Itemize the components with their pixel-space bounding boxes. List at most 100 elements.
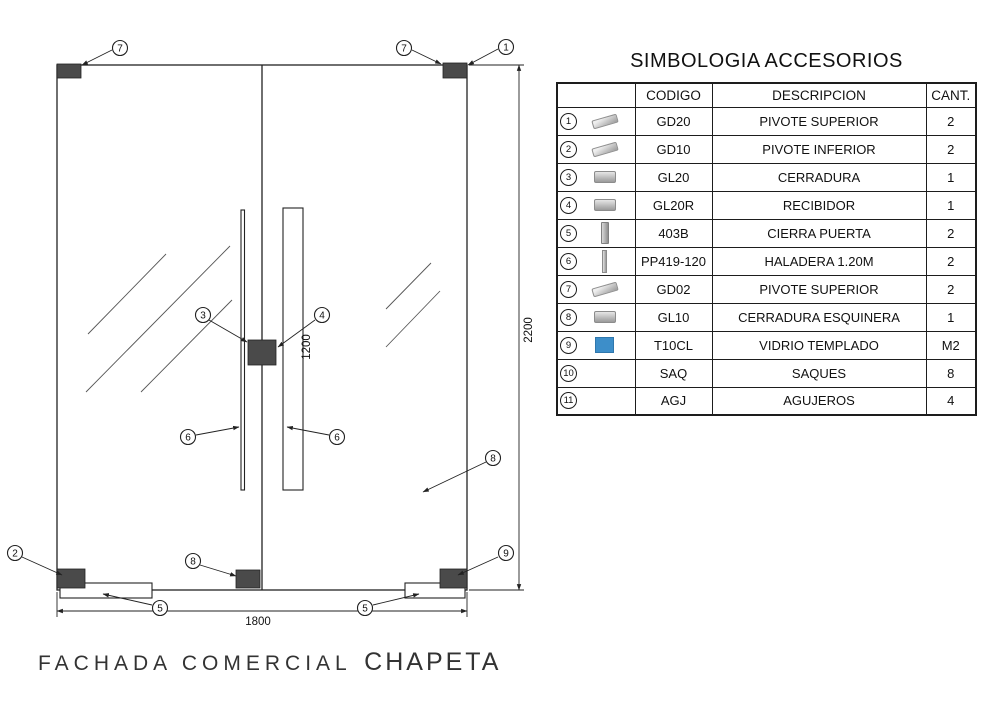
item-number: 2 bbox=[560, 140, 577, 158]
glass-hatch-lines bbox=[85, 245, 441, 393]
table-row: 10 SAQ SAQUES 8 bbox=[556, 358, 977, 388]
svg-text:8: 8 bbox=[190, 557, 196, 568]
callout-haladera-left: 6 bbox=[179, 425, 240, 446]
accessories-table: CODIGO DESCRIPCION CANT. 1 GD20 PIVOTE S… bbox=[556, 82, 977, 416]
item-header bbox=[556, 82, 636, 108]
hardware-blocks bbox=[56, 62, 468, 589]
callout-pivot-bottom-left: 2 bbox=[6, 544, 63, 576]
item-number: 10 bbox=[560, 364, 577, 382]
codigo-cell: GD20 bbox=[634, 106, 713, 136]
cant-cell: 1 bbox=[925, 190, 977, 220]
bottom-left-pivot-block bbox=[56, 568, 86, 589]
descripcion-cell: PIVOTE SUPERIOR bbox=[711, 106, 927, 136]
pivote-superior-icon bbox=[591, 281, 619, 297]
codigo-cell: AGJ bbox=[634, 386, 713, 416]
width-dimension bbox=[56, 592, 468, 617]
drawing-title: FACHADA COMERCIAL CHAPETA bbox=[38, 648, 501, 677]
codigo-header: CODIGO bbox=[634, 82, 713, 108]
bottom-right-pivot-block bbox=[439, 568, 468, 589]
drawing-title-brand: CHAPETA bbox=[364, 648, 502, 676]
right-handle bbox=[282, 207, 304, 491]
cant-cell: 2 bbox=[925, 106, 977, 136]
callout-haladera-right: 6 bbox=[286, 425, 346, 446]
handle-dimension-label: 1200 bbox=[301, 334, 313, 360]
descripcion-cell: PIVOTE INFERIOR bbox=[711, 134, 927, 164]
door-handles bbox=[240, 207, 304, 491]
table-row: 4 GL20R RECIBIDOR 1 bbox=[556, 190, 977, 220]
height-dimension bbox=[469, 64, 524, 591]
svg-text:7: 7 bbox=[401, 44, 407, 55]
table-header-row: CODIGO DESCRIPCION CANT. bbox=[556, 82, 977, 108]
item-number: 8 bbox=[560, 308, 577, 326]
svg-text:2: 2 bbox=[12, 549, 18, 560]
item-number: 1 bbox=[560, 112, 577, 130]
bottom-corner-lock-block bbox=[235, 569, 261, 589]
callout-pivot-top-right-2: 1 bbox=[467, 38, 515, 66]
descripcion-cell: HALADERA 1.20M bbox=[711, 246, 927, 276]
cant-cell: 2 bbox=[925, 246, 977, 276]
table-row: 9 T10CL VIDRIO TEMPLADO M2 bbox=[556, 330, 977, 360]
item-number: 7 bbox=[560, 280, 577, 298]
table-row: 2 GD10 PIVOTE INFERIOR 2 bbox=[556, 134, 977, 164]
table-row: 8 GL10 CERRADURA ESQUINERA 1 bbox=[556, 302, 977, 332]
top-right-pivot-block bbox=[442, 62, 468, 79]
codigo-cell: SAQ bbox=[634, 358, 713, 388]
table-row: 6 PP419-120 HALADERA 1.20M 2 bbox=[556, 246, 977, 276]
table-row: 1 GD20 PIVOTE SUPERIOR 2 bbox=[556, 106, 977, 136]
codigo-cell: GL20 bbox=[634, 162, 713, 192]
pivote-inferior-icon bbox=[591, 141, 619, 157]
left-handle-edge bbox=[240, 209, 246, 491]
haladera-icon bbox=[602, 249, 608, 273]
svg-text:4: 4 bbox=[319, 311, 325, 322]
codigo-cell: PP419-120 bbox=[634, 246, 713, 276]
item-number: 11 bbox=[560, 392, 577, 410]
callout-esquinera: 8 bbox=[184, 552, 237, 577]
descripcion-cell: CIERRA PUERTA bbox=[711, 218, 927, 248]
svg-text:1: 1 bbox=[503, 43, 509, 54]
callout-pivot-top-right: 7 bbox=[395, 39, 442, 65]
item-number: 3 bbox=[560, 168, 577, 186]
cant-cell: 2 bbox=[925, 274, 977, 304]
codigo-cell: GL10 bbox=[634, 302, 713, 332]
descripcion-header: DESCRIPCION bbox=[711, 82, 927, 108]
height-dimension-label: 2200 bbox=[523, 317, 535, 343]
item-number: 4 bbox=[560, 196, 577, 214]
descripcion-cell: SAQUES bbox=[711, 358, 927, 388]
door-elevation-drawing: 1800 2200 1200 7 7 1 3 4 6 bbox=[6, 38, 535, 628]
cant-cell: 4 bbox=[925, 386, 977, 416]
callout-recibidor: 4 bbox=[277, 306, 331, 348]
callout-cerradura: 3 bbox=[194, 306, 248, 343]
codigo-cell: GL20R bbox=[634, 190, 713, 220]
table-row: 7 GD02 PIVOTE SUPERIOR 2 bbox=[556, 274, 977, 304]
svg-text:8: 8 bbox=[490, 454, 496, 465]
width-dimension-label: 1800 bbox=[245, 616, 271, 628]
table-row: 5 403B CIERRA PUERTA 2 bbox=[556, 218, 977, 248]
cant-cell: 8 bbox=[925, 358, 977, 388]
svg-text:9: 9 bbox=[503, 549, 509, 560]
svg-text:6: 6 bbox=[185, 433, 191, 444]
svg-text:5: 5 bbox=[157, 604, 163, 615]
cant-cell: 1 bbox=[925, 302, 977, 332]
accessories-panel: SIMBOLOGIA ACCESORIOS CODIGO DESCRIPCION… bbox=[556, 50, 977, 416]
item-number: 5 bbox=[560, 224, 577, 242]
codigo-cell: GD02 bbox=[634, 274, 713, 304]
pivote-superior-icon bbox=[591, 113, 619, 129]
vidrio-templado-icon bbox=[595, 337, 615, 353]
item-number: 6 bbox=[560, 252, 577, 270]
codigo-cell: T10CL bbox=[634, 330, 713, 360]
item-number: 9 bbox=[560, 336, 577, 354]
descripcion-cell: PIVOTE SUPERIOR bbox=[711, 274, 927, 304]
callout-cierra-left: 5 bbox=[102, 593, 169, 617]
table-row: 3 GL20 CERRADURA 1 bbox=[556, 162, 977, 192]
codigo-cell: 403B bbox=[634, 218, 713, 248]
drawing-title-text: FACHADA COMERCIAL bbox=[38, 652, 352, 675]
svg-text:5: 5 bbox=[362, 604, 368, 615]
cant-header: CANT. bbox=[925, 82, 977, 108]
cerradura-icon bbox=[593, 171, 616, 183]
codigo-cell: GD10 bbox=[634, 134, 713, 164]
callout-pivot-top-left: 7 bbox=[81, 39, 129, 66]
table-title: SIMBOLOGIA ACCESORIOS bbox=[630, 50, 903, 72]
recibidor-icon bbox=[593, 199, 616, 211]
descripcion-cell: CERRADURA bbox=[711, 162, 927, 192]
cierra-puerta-icon bbox=[600, 222, 609, 244]
